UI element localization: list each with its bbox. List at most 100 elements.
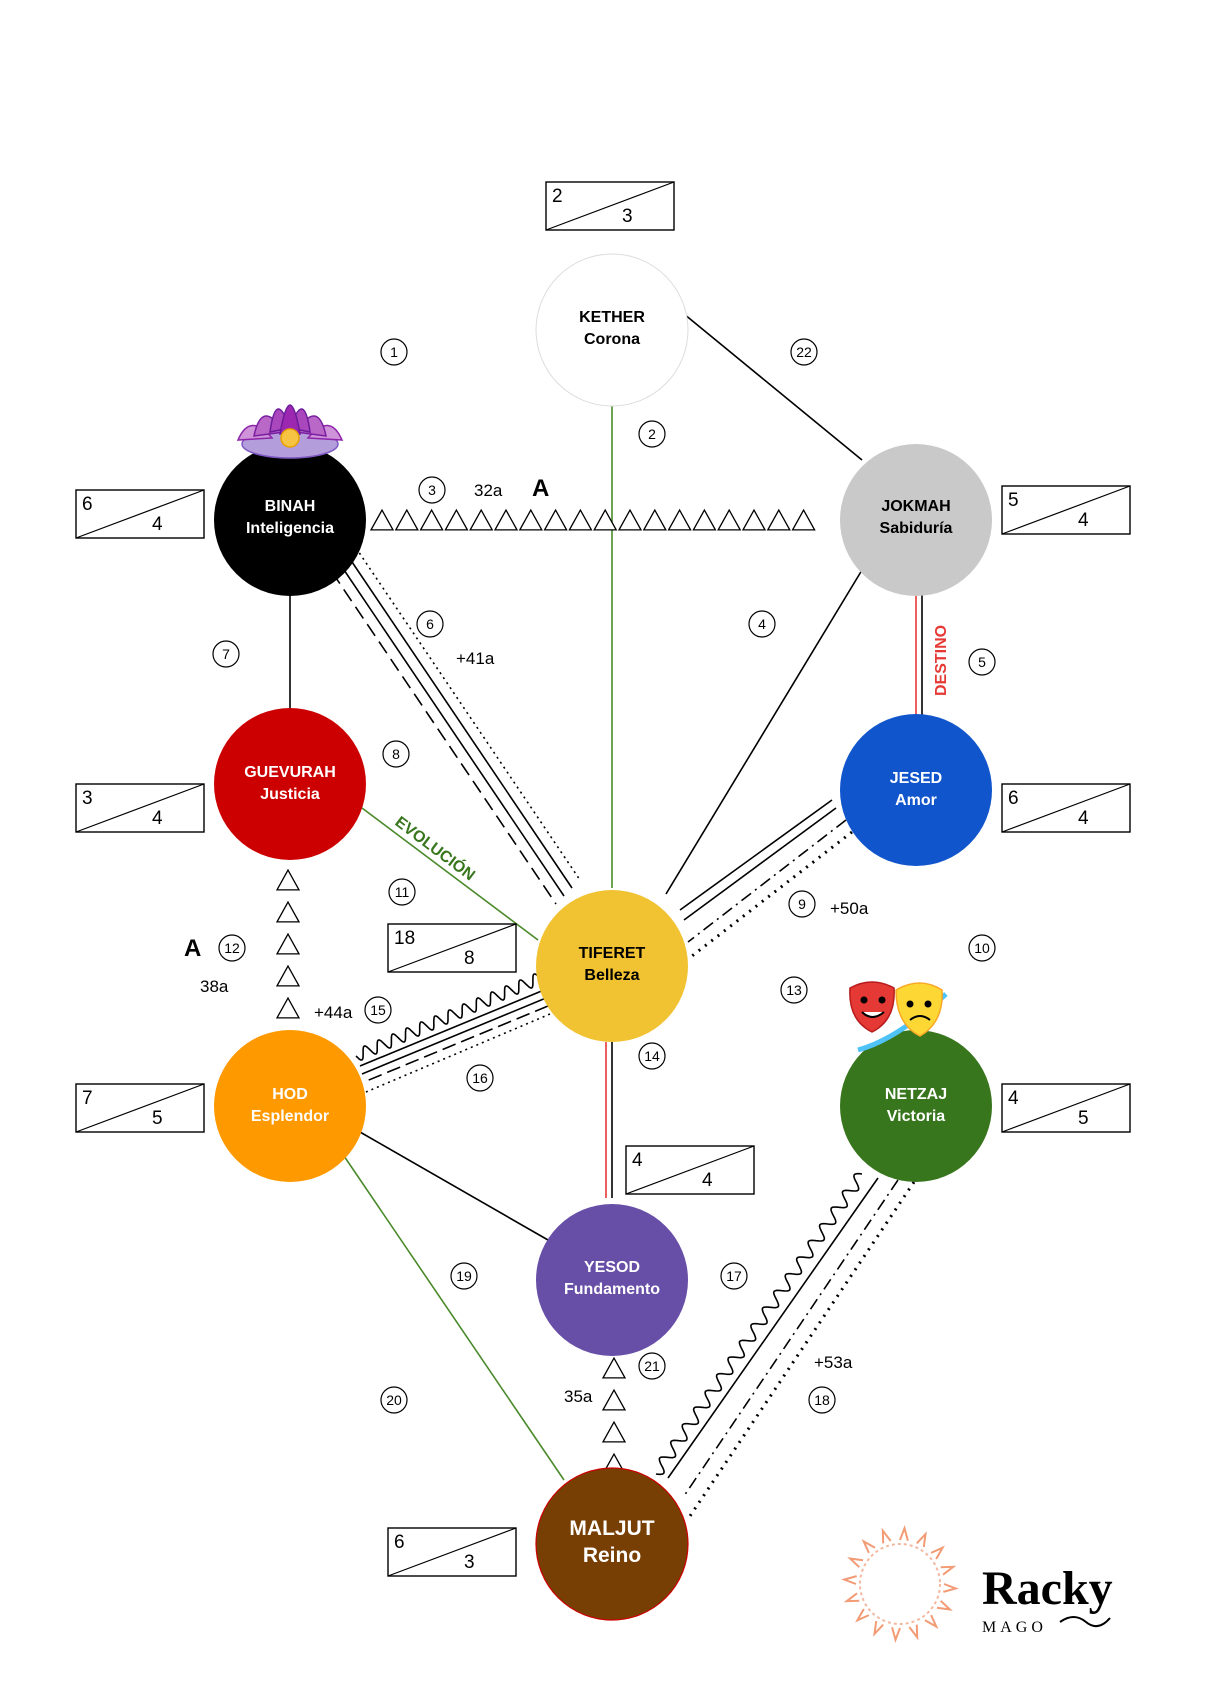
path-guevurah-tiferet xyxy=(361,807,539,941)
maljut-title: MALJUT xyxy=(569,1517,654,1540)
path-number-11: 11 xyxy=(388,878,416,906)
path-number-ring xyxy=(968,648,996,676)
path-number-label: 10 xyxy=(974,940,990,956)
path-tiferet-hod-wavy xyxy=(355,973,541,1061)
path-netzaj-maljut-wavy xyxy=(655,1172,863,1476)
value-box-diagonal xyxy=(75,1083,205,1133)
sun-ray xyxy=(943,1583,960,1593)
label-age-41: +41a xyxy=(456,649,495,668)
label-destino: DESTINO xyxy=(933,625,950,696)
kether-circle xyxy=(535,253,689,407)
path-number-ring xyxy=(638,420,666,448)
path-number-label: 14 xyxy=(644,1048,660,1064)
value-box-top: 5 xyxy=(1008,490,1019,511)
node-binah: BINAH Inteligencia xyxy=(214,444,366,596)
logo-swash xyxy=(1059,1616,1111,1628)
sun-ray xyxy=(940,1565,957,1576)
binah-subtitle: Inteligencia xyxy=(246,520,334,537)
node-kether: KETHER Corona xyxy=(535,253,689,407)
value-box-top: 2 xyxy=(552,186,563,207)
value-box-diagonal xyxy=(75,783,205,833)
path-number-ring xyxy=(466,1064,494,1092)
node-guevurah: GUEVURAH Justicia xyxy=(214,708,366,860)
guevurah-title: GUEVURAH xyxy=(244,764,336,781)
label-age-50: +50a xyxy=(830,899,869,918)
triangle-marker xyxy=(275,868,301,891)
yesod-circle xyxy=(536,1204,688,1356)
triangle-column-yesod-maljut xyxy=(601,1356,627,1475)
value-box-bottom: 8 xyxy=(464,948,475,969)
logo-tagline: MAGO xyxy=(982,1619,1047,1636)
value-box-bottom: 4 xyxy=(152,514,163,535)
path-number-ring xyxy=(790,338,818,366)
path-number-14: 14 xyxy=(638,1042,666,1070)
value-box-diagonal xyxy=(387,1527,517,1577)
path-number-8: 8 xyxy=(382,740,410,768)
path-hod-maljut xyxy=(343,1155,565,1481)
sun-ray xyxy=(908,1624,919,1641)
value-box-top: 6 xyxy=(82,494,93,515)
path-netzaj-maljut-dotted xyxy=(688,1181,916,1517)
triangle-marker xyxy=(601,1420,627,1443)
triangle-marker xyxy=(568,508,593,531)
value-box-netzaj: 45 xyxy=(1001,1083,1131,1133)
triangle-marker xyxy=(601,1356,627,1379)
triangle-marker xyxy=(766,508,791,531)
path-tiferet-hod-solid2 xyxy=(361,997,547,1075)
path-binah-tiferet-dotted xyxy=(355,547,581,881)
path-number-label: 17 xyxy=(726,1268,742,1284)
triangle-row-binah-jokmah xyxy=(369,508,816,531)
node-netzaj: NETZAJ Victoria xyxy=(840,1030,992,1182)
value-box-diagonal xyxy=(75,489,205,539)
triangle-marker xyxy=(741,508,767,531)
value-box-top: 4 xyxy=(1008,1088,1019,1109)
triangle-marker xyxy=(419,508,444,531)
path-number-label: 16 xyxy=(472,1070,488,1086)
value-box-diagonal xyxy=(625,1145,755,1195)
path-number-20: 20 xyxy=(380,1386,408,1414)
netzaj-circle xyxy=(840,1030,992,1182)
path-number-15: 15 xyxy=(364,996,392,1024)
path-number-label: 12 xyxy=(224,940,240,956)
path-number-label: 15 xyxy=(370,1002,386,1018)
triangle-marker xyxy=(369,508,395,531)
value-box-bottom: 5 xyxy=(1078,1108,1089,1129)
path-number-ring xyxy=(218,934,246,962)
label-age-35: 35a xyxy=(564,1387,593,1406)
yesod-title: YESOD xyxy=(584,1259,640,1276)
sun-ray xyxy=(861,1539,876,1554)
triangle-marker xyxy=(275,996,301,1019)
sun-ray xyxy=(847,1557,864,1568)
path-number-5: 5 xyxy=(968,648,996,676)
path-number-18: 18 xyxy=(808,1386,836,1414)
triangle-marker xyxy=(444,508,469,531)
triangle-marker xyxy=(493,508,519,531)
hod-title: HOD xyxy=(272,1086,308,1103)
logo-name: Racky xyxy=(982,1562,1113,1615)
value-box-yesod: 44 xyxy=(625,1145,755,1195)
path-number-ring xyxy=(418,476,446,504)
path-binah-tiferet-solid2 xyxy=(347,555,573,889)
path-number-label: 19 xyxy=(456,1268,472,1284)
label-age-44: +44a xyxy=(314,1003,353,1022)
value-box-bottom: 5 xyxy=(152,1108,163,1129)
hod-subtitle: Esplendor xyxy=(251,1108,329,1125)
path-number-label: 7 xyxy=(222,646,230,662)
kether-subtitle: Corona xyxy=(584,331,640,348)
label-evolucion: EVOLUCIÓN xyxy=(392,812,479,884)
sun-ray xyxy=(916,1531,927,1548)
path-number-16: 16 xyxy=(466,1064,494,1092)
path-netzaj-maljut-solid xyxy=(667,1177,879,1479)
value-box-diagonal xyxy=(1001,1083,1131,1133)
path-number-ring xyxy=(638,1042,666,1070)
netzaj-subtitle: Victoria xyxy=(887,1108,946,1125)
path-number-ring xyxy=(364,996,392,1024)
path-hod-yesod xyxy=(359,1131,549,1241)
triangle-marker xyxy=(617,508,643,531)
path-number-7: 7 xyxy=(212,640,240,668)
maljut-subtitle: Reino xyxy=(583,1544,641,1567)
yesod-subtitle: Fundamento xyxy=(564,1281,660,1298)
path-number-17: 17 xyxy=(720,1262,748,1290)
